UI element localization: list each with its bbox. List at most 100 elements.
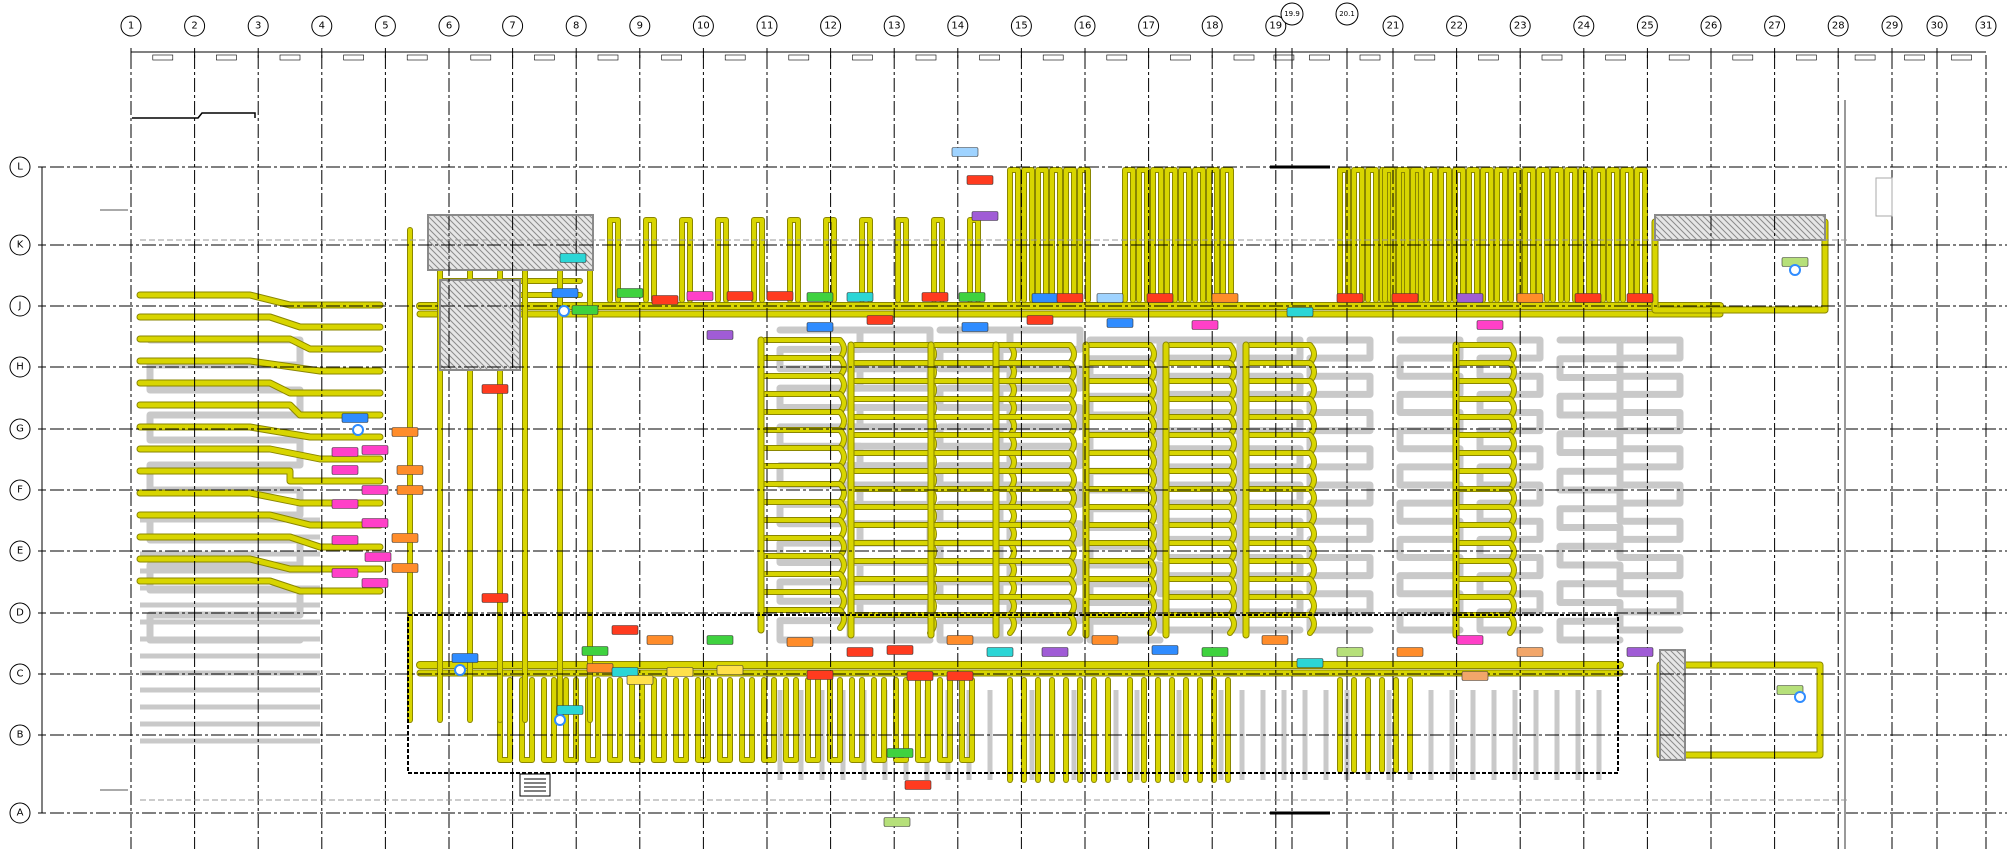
upper-loop-run bbox=[1621, 168, 1633, 302]
column-grid-label: 11 bbox=[761, 21, 774, 32]
hatch-line bbox=[1659, 741, 1679, 761]
upper-loop-run bbox=[752, 218, 764, 302]
equipment-tag-icon bbox=[646, 635, 674, 645]
row-grid-label: G bbox=[16, 424, 24, 435]
row-grid-label: D bbox=[16, 608, 24, 619]
column-grid-bubble bbox=[1138, 15, 1160, 37]
hatch-line bbox=[1767, 214, 1794, 241]
upper-loop-run bbox=[1397, 168, 1409, 302]
lower-loop-run bbox=[696, 678, 710, 762]
column-grid-label: 26 bbox=[1705, 21, 1718, 32]
lower-loop-run bbox=[608, 678, 622, 762]
equipment-tag-icon bbox=[986, 647, 1014, 657]
left-feeder-run bbox=[137, 512, 383, 528]
column-grid-label: 10 bbox=[697, 21, 710, 32]
hatch-line bbox=[1659, 657, 1686, 684]
lower-loop-run bbox=[740, 678, 754, 762]
row-grid-label: L bbox=[17, 162, 23, 173]
row-grid-label: J bbox=[18, 301, 22, 312]
equipment-tag-icon bbox=[846, 292, 874, 302]
hatch-line bbox=[1675, 649, 1686, 660]
equipment-tag-icon bbox=[806, 322, 834, 332]
secondary-serpentine-run bbox=[1306, 336, 1374, 634]
hatch-line bbox=[1779, 214, 1806, 241]
column-grid-bubble bbox=[311, 15, 333, 37]
hatch-line bbox=[576, 214, 594, 232]
secondary-serpentine-run bbox=[996, 326, 1084, 644]
lower-loop-run bbox=[718, 678, 732, 762]
equipment-tag-icon bbox=[971, 211, 999, 221]
upper-loop-run bbox=[1123, 168, 1135, 302]
hatch-line bbox=[439, 327, 483, 371]
equipment-tag-icon bbox=[1146, 293, 1174, 303]
hatch-line bbox=[1701, 214, 1728, 241]
column-grid-label: 2 bbox=[191, 21, 197, 32]
grid-lines-layer bbox=[38, 48, 2007, 849]
hatch-line bbox=[1785, 214, 1812, 241]
dimension-value-box bbox=[597, 54, 619, 61]
hatch-line bbox=[564, 214, 594, 244]
secondary-serpentine-run bbox=[1616, 336, 1684, 634]
equipment-tag-icon bbox=[481, 593, 509, 603]
column-grid-label: 9 bbox=[637, 21, 643, 32]
equipment-tag-icon bbox=[581, 646, 609, 656]
hatch-line bbox=[439, 333, 477, 371]
column-grid-label: 30 bbox=[1931, 21, 1944, 32]
hatch-line bbox=[427, 221, 477, 271]
column-grid-bubble bbox=[1881, 15, 1903, 37]
hatch-line bbox=[1659, 699, 1686, 726]
row-grid-bubble bbox=[9, 234, 31, 256]
upper-loop-run bbox=[1467, 168, 1479, 302]
equipment-tag-icon bbox=[1026, 315, 1054, 325]
equipment-tag-icon bbox=[1391, 293, 1419, 303]
left-feeder-run bbox=[137, 336, 383, 352]
column-grid-bubble bbox=[1764, 15, 1786, 37]
hatched-zones-layer bbox=[427, 214, 1826, 761]
row-grid-bubble bbox=[9, 479, 31, 501]
equipment-tag-icon bbox=[481, 384, 509, 394]
upper-loop-run bbox=[1607, 168, 1619, 302]
circle-marker-icon bbox=[1794, 691, 1806, 703]
column-grid-label: 23 bbox=[1514, 21, 1527, 32]
equipment-tag-icon bbox=[616, 288, 644, 298]
hatched-zone-lower-right bbox=[1659, 649, 1686, 761]
lower-loop-run bbox=[828, 678, 842, 762]
column-grid-label: 15 bbox=[1015, 21, 1028, 32]
hatch-line bbox=[439, 285, 521, 367]
equipment-tag-icon bbox=[331, 465, 359, 475]
equipment-tag-icon bbox=[706, 635, 734, 645]
dimension-value-box bbox=[216, 54, 237, 61]
equipment-tag-icon bbox=[651, 295, 679, 305]
row-grid-bubble bbox=[9, 418, 31, 440]
column-grid-bubble bbox=[1446, 15, 1468, 37]
column-grid-bubble bbox=[1280, 2, 1304, 26]
equipment-tag-icon bbox=[958, 292, 986, 302]
column-grid-bubble bbox=[438, 15, 460, 37]
equipment-tag-icon bbox=[1461, 671, 1489, 681]
dimension-value-box bbox=[661, 54, 682, 61]
column-grid-label: 17 bbox=[1142, 21, 1155, 32]
dimension-value-box bbox=[1854, 54, 1876, 61]
hatched-zone-left-block bbox=[439, 279, 521, 371]
dimension-value-box bbox=[1605, 54, 1626, 61]
column-grid-label: 5 bbox=[382, 21, 388, 32]
hatch-line bbox=[1659, 735, 1685, 761]
hatch-line bbox=[493, 279, 521, 307]
upper-loop-run bbox=[1022, 168, 1034, 302]
dimension-value-box bbox=[534, 54, 555, 61]
hatch-line bbox=[1707, 214, 1734, 241]
lower-loop-run bbox=[894, 678, 908, 762]
upper-loop-run bbox=[1165, 168, 1177, 302]
row-grid-label: K bbox=[17, 240, 24, 251]
equipment-tag-icon bbox=[364, 552, 392, 562]
left-feeder-run bbox=[137, 380, 383, 396]
dimension-value-box bbox=[1273, 54, 1295, 61]
column-grid-label: 3 bbox=[255, 21, 261, 32]
lower-loop-run bbox=[850, 678, 864, 762]
column-grid-bubble bbox=[629, 15, 651, 37]
upper-loop-run bbox=[1411, 168, 1423, 302]
upper-loop-run bbox=[1050, 168, 1062, 302]
equipment-tag-icon bbox=[361, 518, 389, 528]
